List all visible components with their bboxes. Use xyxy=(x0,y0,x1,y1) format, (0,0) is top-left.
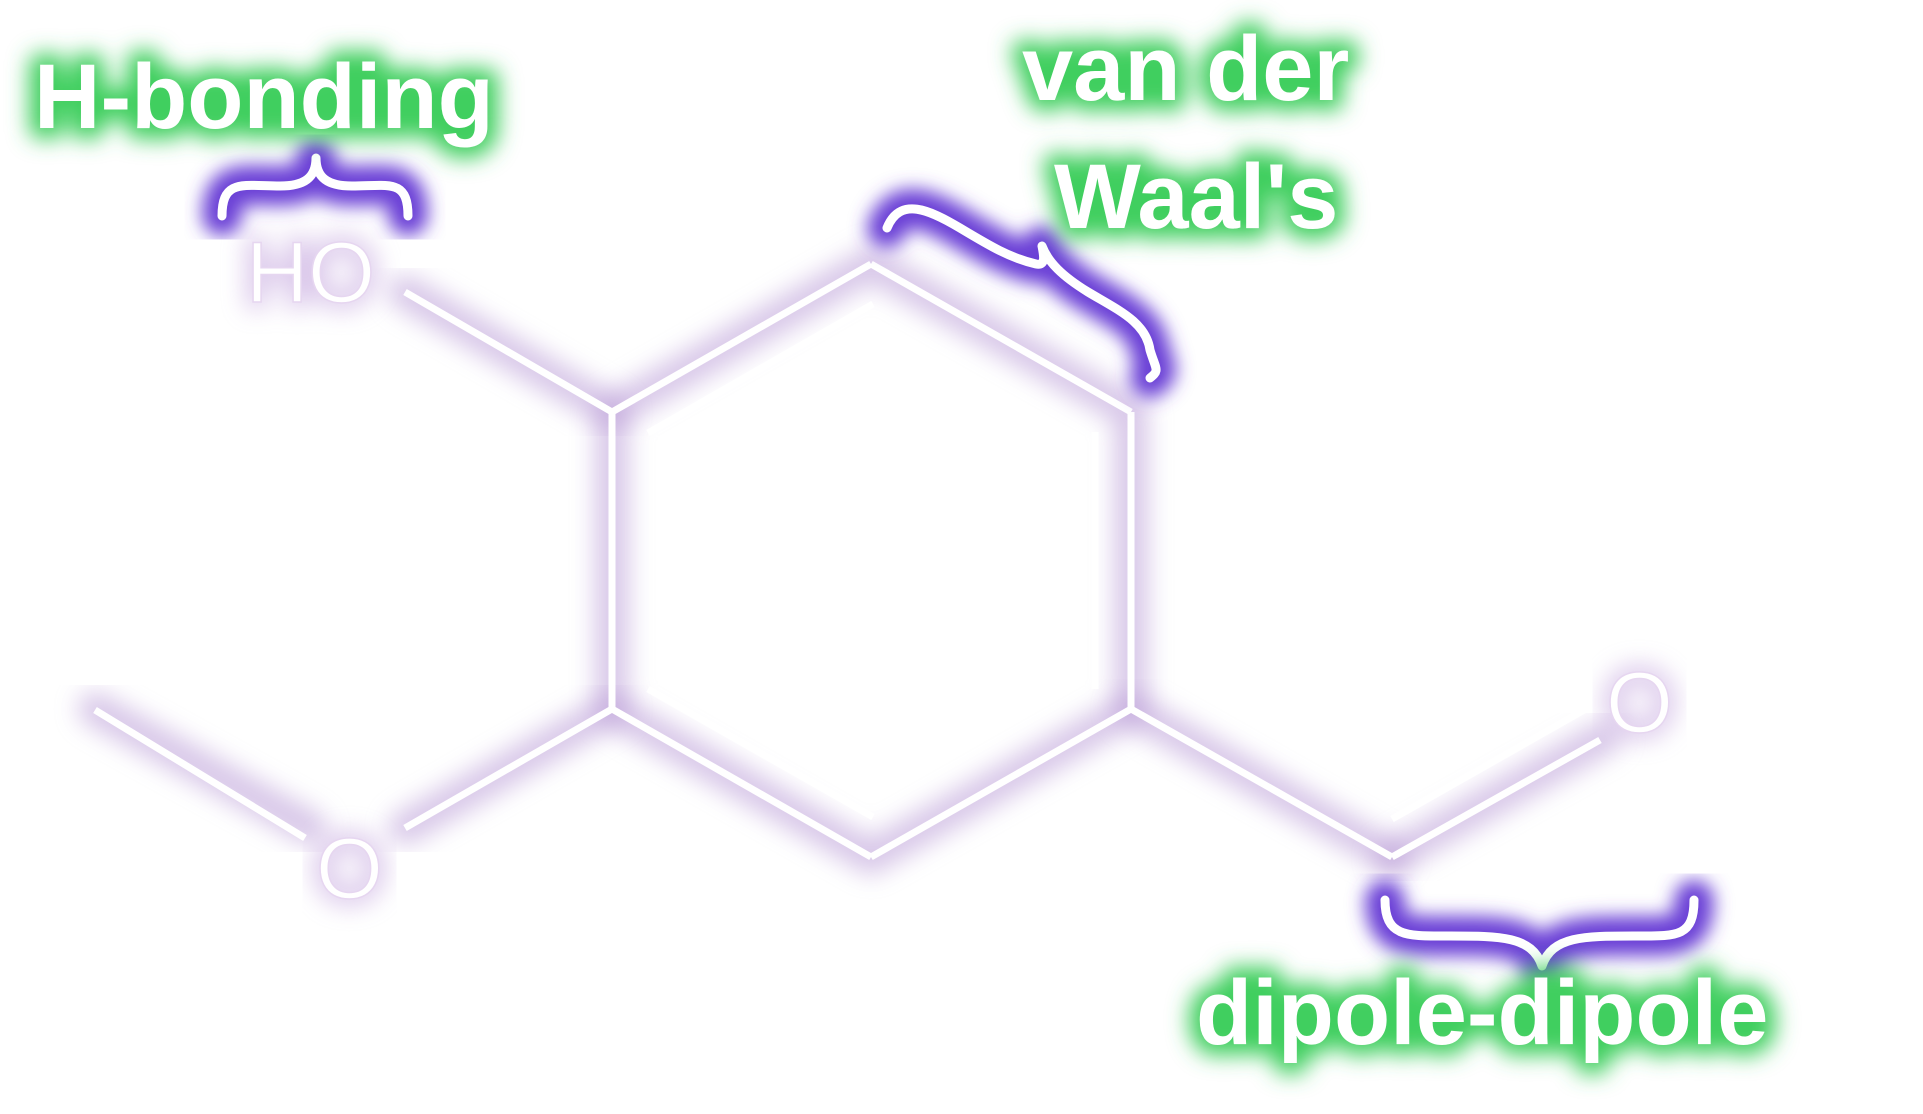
hydroxyl-label: HO xyxy=(246,225,375,321)
svg-text:dipole-dipole: dipole-dipole xyxy=(1196,962,1768,1064)
ring-double-bond-inner xyxy=(646,300,875,437)
ring-bond xyxy=(610,705,873,861)
hydroxyl-bond xyxy=(403,288,614,416)
methyl-bond xyxy=(93,707,307,841)
ring-bond xyxy=(869,705,1133,861)
methoxy-bond xyxy=(403,705,614,832)
dipole-label: dipole-dipole xyxy=(1196,962,1768,1064)
ring-bond xyxy=(869,260,1133,416)
atom-labels: HO O O xyxy=(245,224,1673,918)
svg-text:H-bonding: H-bonding xyxy=(34,46,494,148)
hbond-brace xyxy=(202,138,428,236)
ring-double-bond-inner xyxy=(646,685,875,821)
hbond-label: H-bonding xyxy=(34,46,494,148)
aldehyde-bond xyxy=(1129,705,1394,861)
skeleton-glow xyxy=(78,244,1622,877)
svg-text:van der: van der xyxy=(1022,18,1349,120)
dipole-brace xyxy=(1365,880,1714,986)
svg-text:O: O xyxy=(1606,655,1673,751)
svg-text:Waal's: Waal's xyxy=(1054,146,1338,248)
vdw-brace xyxy=(867,188,1176,398)
ring-bond xyxy=(610,260,873,416)
annotation-labels: H-bonding H-bonding van der van der Waal… xyxy=(23,7,1779,1075)
methoxy-oxygen-label: O xyxy=(316,821,383,917)
carbonyl-bond-inner xyxy=(1390,705,1588,823)
carbonyl-bond xyxy=(1390,736,1602,861)
atom-glow: HO O O xyxy=(239,218,1680,924)
svg-text:HO: HO xyxy=(246,225,375,321)
skeleton-bonds xyxy=(93,260,1602,861)
carbonyl-oxygen-label: O xyxy=(1606,655,1673,751)
vdw-label-line1: van der xyxy=(1022,18,1349,120)
svg-text:O: O xyxy=(316,821,383,917)
vdw-label-line2: Waal's xyxy=(1054,146,1338,248)
